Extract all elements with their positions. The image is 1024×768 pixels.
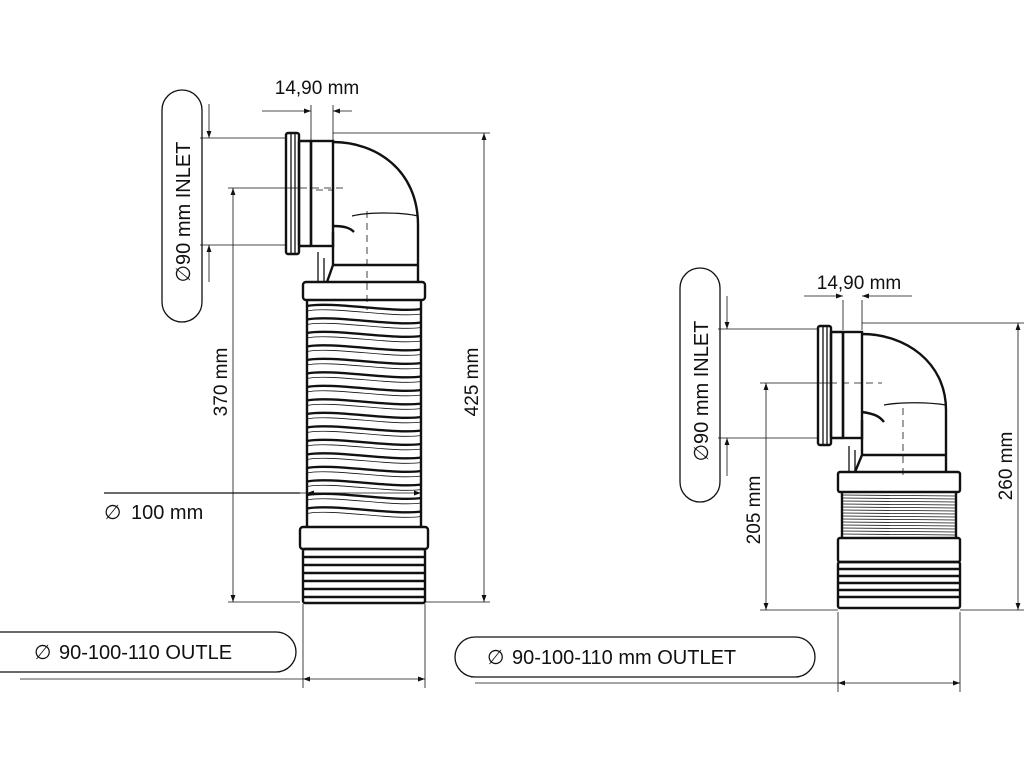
corrugation-ring	[306, 452, 422, 460]
corrugation-ring	[306, 471, 422, 478]
corrugation-ring	[306, 498, 422, 505]
right-inlet-dimension	[718, 296, 818, 476]
left-inlet-collar	[284, 131, 335, 256]
corrugation-ring	[306, 390, 422, 397]
svg-text:∅90 mm INLET: ∅90 mm INLET	[691, 321, 713, 462]
corrugation-ring	[306, 344, 422, 352]
left-total-height-dimension: 425 mm	[333, 132, 490, 603]
right-outlet-diameter-symbol: ∅	[487, 647, 504, 669]
left-pipe-diameter-dimension: ∅ 100 mm	[104, 490, 421, 524]
right-inner-height-dimension: 205 mm	[744, 382, 838, 611]
right-inlet-diameter-symbol: ∅	[691, 444, 713, 461]
right-fitting: 14,90 mm ∅90 mm INLET 205 mm 260 mm	[454, 267, 1024, 692]
thread-line	[841, 503, 957, 506]
corrugation-ring	[306, 357, 422, 365]
right-width-dimension: 14,90 mm	[804, 273, 912, 330]
right-inlet-label: ∅90 mm INLET	[679, 267, 721, 503]
corrugation-ring	[306, 506, 422, 514]
svg-text:∅ 100 mm: ∅ 100 mm	[104, 502, 203, 524]
thread-line	[841, 512, 957, 515]
thread-line	[841, 530, 957, 533]
right-threaded-sleeve	[836, 470, 962, 564]
left-outlet-ribs	[301, 547, 427, 605]
thread-line	[841, 527, 957, 530]
left-outlet-text: 90-100-110 OUTLE	[59, 642, 232, 664]
corrugation-ring	[306, 425, 422, 433]
corrugation-ring	[306, 363, 422, 370]
left-width-dimension: 14,90 mm	[262, 78, 359, 140]
thread-line	[841, 518, 957, 521]
corrugation-ring	[306, 438, 422, 446]
thread-line	[841, 497, 957, 500]
right-inner-height-label: 205 mm	[744, 476, 765, 545]
left-inlet-label: ∅90 mm INLET	[161, 89, 203, 323]
left-inlet-diameter-symbol: ∅	[173, 265, 195, 282]
svg-text:∅ 90-100-110 mm OUTLET: ∅ 90-100-110 mm OUTLET	[487, 647, 736, 669]
left-inlet-dimension	[200, 104, 286, 282]
corrugation-ring	[306, 336, 422, 343]
corrugation-ring	[306, 511, 422, 518]
left-outlet-dimension	[20, 604, 426, 688]
thread-line	[841, 521, 957, 524]
left-inner-height-dimension: 370 mm	[211, 187, 300, 603]
left-width-label: 14,90 mm	[275, 78, 359, 99]
corrugation-ring	[306, 444, 422, 451]
right-outlet-dimension	[475, 612, 961, 692]
corrugation-ring	[306, 457, 422, 464]
corrugation-ring	[306, 398, 422, 406]
thread-line	[841, 494, 957, 497]
left-inlet-text: 90 mm INLET	[173, 142, 195, 265]
left-corrugated-pipe	[298, 280, 430, 551]
corrugation-ring	[306, 417, 422, 424]
thread-line	[841, 515, 957, 518]
right-inlet-text: 90 mm INLET	[691, 321, 713, 444]
thread-line	[841, 524, 957, 527]
corrugation-ring	[306, 411, 422, 419]
thread-line	[841, 533, 957, 536]
corrugation-ring	[306, 371, 422, 379]
corrugation-ring	[306, 484, 422, 491]
right-outlet-text: 90-100-110 mm OUTLET	[512, 647, 736, 669]
left-outlet-label: ∅ 90-100-110 OUTLE	[0, 631, 297, 673]
corrugation-ring	[306, 384, 422, 392]
corrugation-ring	[306, 330, 422, 338]
corrugation-ring	[306, 403, 422, 410]
left-outlet-diameter-symbol: ∅	[34, 642, 51, 664]
svg-text:∅90 mm INLET: ∅90 mm INLET	[173, 142, 195, 283]
left-total-height-label: 425 mm	[462, 348, 483, 417]
left-pipe-diameter-text: 100 mm	[131, 502, 203, 524]
right-inlet-collar	[816, 324, 864, 447]
right-width-label: 14,90 mm	[817, 273, 901, 294]
corrugation-ring	[306, 376, 422, 383]
left-pipe-diameter-symbol: ∅	[104, 502, 121, 524]
corrugation-ring	[306, 349, 422, 356]
corrugation-ring	[306, 309, 422, 316]
corrugation-ring	[306, 317, 422, 325]
corrugation-ring	[306, 492, 422, 500]
right-outlet-label: ∅ 90-100-110 mm OUTLET	[454, 636, 816, 678]
right-elbow	[848, 332, 948, 473]
right-total-height-dimension: 260 mm	[862, 322, 1024, 611]
thread-line	[841, 506, 957, 509]
corrugation-ring	[306, 479, 422, 487]
left-fitting: 14,90 mm ∅90 mm INLET 370 mm 425	[0, 78, 490, 688]
right-total-height-label: 260 mm	[996, 432, 1017, 501]
corrugation-ring	[306, 303, 422, 311]
corrugation-ring	[306, 430, 422, 437]
corrugation-ring	[306, 465, 422, 473]
left-inner-height-label: 370 mm	[211, 348, 232, 417]
thread-line	[841, 509, 957, 512]
thread-line	[841, 500, 957, 503]
right-outlet-ribs	[836, 560, 962, 610]
svg-text:∅ 90-100-110 OUTLE: ∅ 90-100-110 OUTLE	[34, 642, 232, 664]
corrugation-ring	[306, 322, 422, 329]
